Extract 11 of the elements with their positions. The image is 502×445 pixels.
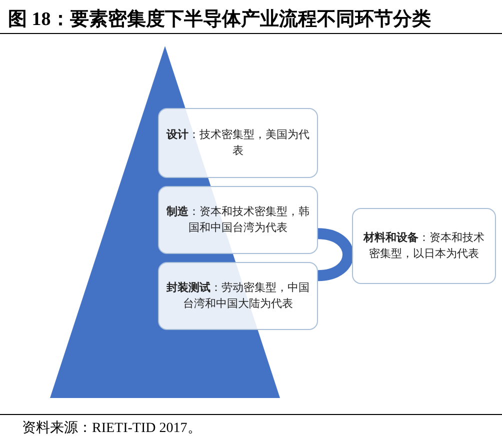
box-text: 制造：资本和技术密集型，韩国和中国台湾为代表 [165,204,310,236]
source-note: 资料来源：RIETI-TID 2017。 [22,420,202,437]
text-box [158,262,318,330]
text-box [352,208,496,284]
text-box [158,186,318,254]
box-text: 设计：技术密集型，美国为代表 [165,126,310,159]
text-box [158,108,318,178]
box-text: 材料和设备：资本和技术密集型，以日本为代表 [362,230,486,262]
figure-title: 图 18：要素密集度下半导体产业流程不同环节分类 [8,8,431,32]
box-text: 封装测试：劳动密集型，中国台湾和中国大陆为代表 [166,280,310,312]
connector-arc [318,228,354,282]
